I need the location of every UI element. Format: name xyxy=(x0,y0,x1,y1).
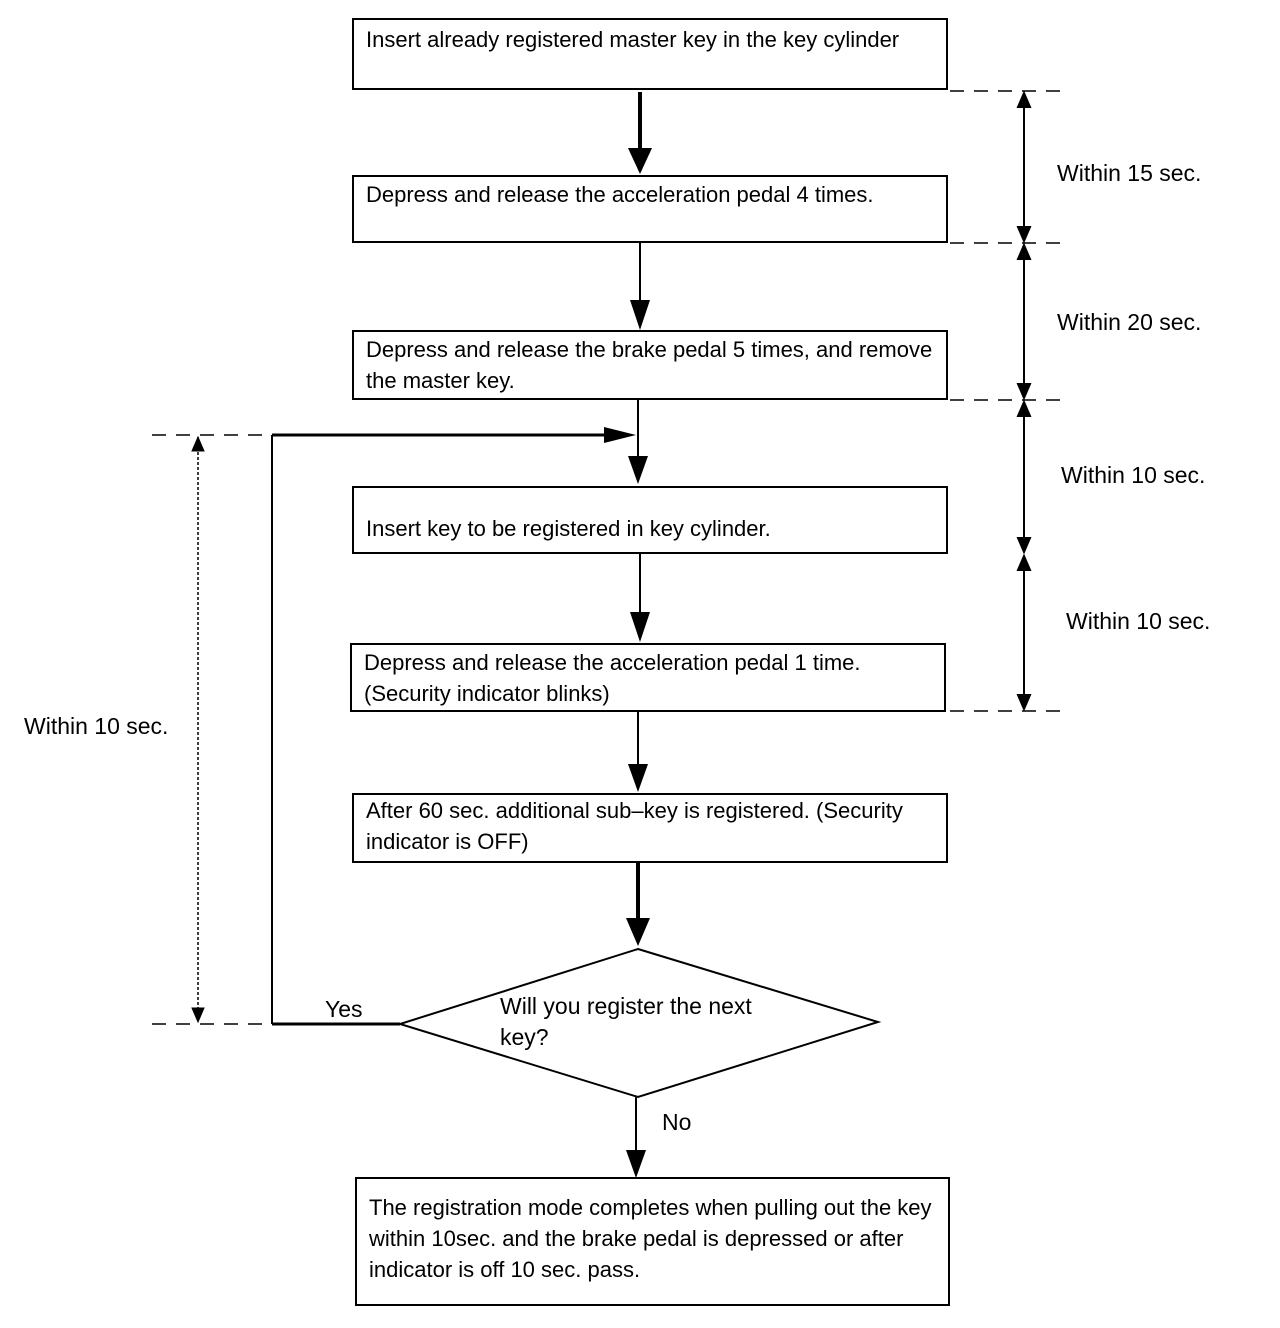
step-registration-complete: The registration mode completes when pul… xyxy=(355,1177,950,1306)
step-text: The registration mode completes when pul… xyxy=(369,1195,932,1282)
step-text: Depress and release the acceleration ped… xyxy=(364,650,861,706)
arrowhead xyxy=(630,300,650,330)
right-timing-guides xyxy=(950,90,1070,712)
interval-label-15-sec: Within 15 sec. xyxy=(1057,160,1202,186)
step-brake-pedal-5-times: Depress and release the brake pedal 5 ti… xyxy=(352,330,948,400)
step-text: Depress and release the acceleration ped… xyxy=(366,182,874,207)
step-insert-master-key: Insert already registered master key in … xyxy=(352,18,948,90)
arrowhead xyxy=(628,764,648,792)
yes-label: Yes xyxy=(325,996,363,1022)
interval-label-10-sec-a: Within 10 sec. xyxy=(1061,462,1206,488)
interval-label-loop-10-sec: Within 10 sec. xyxy=(24,713,169,739)
decision-diamond xyxy=(396,947,882,1099)
arrowhead xyxy=(630,612,650,642)
arrowhead xyxy=(604,427,636,443)
arrowhead xyxy=(628,148,652,174)
step-accel-pedal-1-time: Depress and release the acceleration ped… xyxy=(350,643,946,712)
right-timing-arrows xyxy=(1016,90,1032,712)
arrowhead xyxy=(628,456,648,484)
step-text: Insert already registered master key in … xyxy=(366,27,900,52)
step-accel-pedal-4-times: Depress and release the acceleration ped… xyxy=(352,175,948,243)
step-insert-key-to-register: Insert key to be registered in key cylin… xyxy=(352,486,948,554)
decision-question: Will you register the next key? xyxy=(500,993,752,1050)
step-sub-key-registered: After 60 sec. additional sub–key is regi… xyxy=(352,793,948,863)
main-flow-arrows xyxy=(626,92,652,1178)
no-label: No xyxy=(662,1109,692,1135)
arrowhead xyxy=(626,1150,646,1178)
left-timing xyxy=(152,434,272,1025)
interval-label-10-sec-b: Within 10 sec. xyxy=(1066,608,1211,634)
yes-loop xyxy=(271,427,636,1026)
interval-label-20-sec: Within 20 sec. xyxy=(1057,309,1202,335)
step-text: Insert key to be registered in key cylin… xyxy=(366,516,771,541)
arrowhead xyxy=(626,918,650,946)
step-text: After 60 sec. additional sub–key is regi… xyxy=(366,798,903,854)
step-text: Depress and release the brake pedal 5 ti… xyxy=(366,337,933,393)
